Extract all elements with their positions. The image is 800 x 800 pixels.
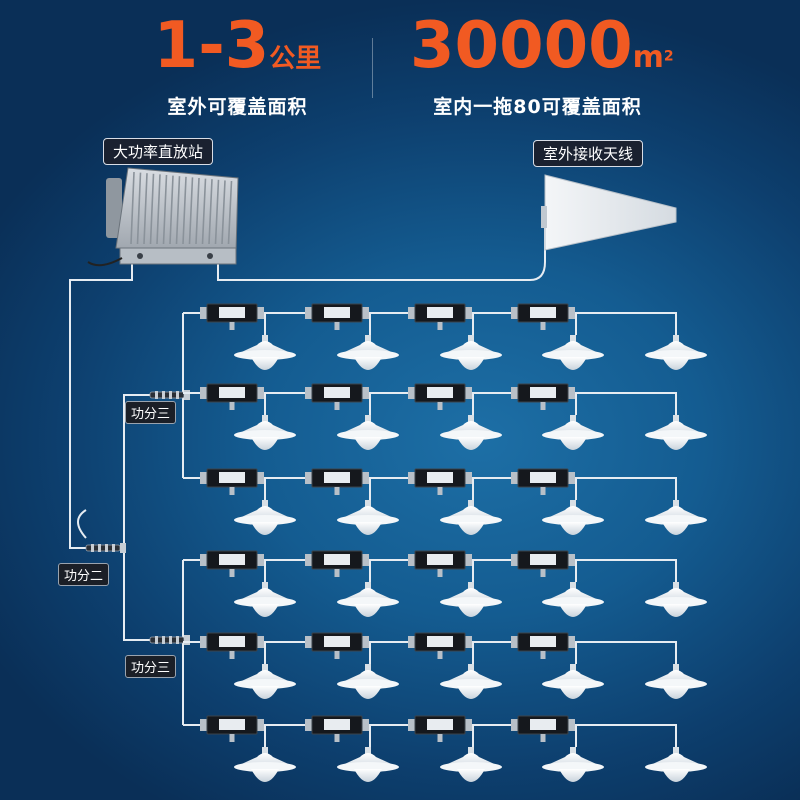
coupler-icon — [305, 550, 369, 577]
ceiling-antenna-icon — [645, 582, 707, 617]
coupler-icon — [408, 550, 472, 577]
splitter-icon — [149, 635, 190, 645]
coupler-icon — [200, 550, 264, 577]
coupler-icon — [305, 383, 369, 410]
coupler-icon — [305, 468, 369, 495]
antenna-row — [183, 715, 707, 782]
coupler-icon — [305, 303, 369, 330]
coupler-icon — [511, 468, 575, 495]
coupler-icon — [200, 715, 264, 742]
coax-cables — [69, 220, 546, 641]
coupler-icon — [200, 383, 264, 410]
outdoor-coverage-unit: 公里 — [269, 44, 322, 74]
ceiling-antenna-icon — [542, 415, 604, 450]
ceiling-antenna-icon — [645, 335, 707, 370]
ceiling-antenna-icon — [337, 664, 399, 699]
outdoor-antenna-label: 室外接收天线 — [533, 140, 644, 167]
ceiling-antenna-icon — [234, 415, 296, 450]
antenna-row — [183, 550, 707, 617]
coupler-icon — [200, 303, 264, 330]
coupler-icon — [408, 303, 472, 330]
ceiling-antenna-icon — [234, 335, 296, 370]
repeater-feeder-cable — [69, 262, 133, 549]
antenna-row — [183, 383, 707, 450]
splitter-three-top-label: 功分三 — [125, 401, 177, 424]
antenna-row — [183, 468, 707, 535]
panel-antenna-icon — [541, 174, 677, 251]
coupler-icon — [408, 632, 472, 659]
coupler-icon — [200, 468, 264, 495]
ceiling-antenna-icon — [234, 500, 296, 535]
ceiling-antenna-icon — [440, 664, 502, 699]
ceiling-antenna-icon — [440, 415, 502, 450]
ceiling-antenna-icon — [542, 335, 604, 370]
ceiling-antenna-icon — [645, 747, 707, 782]
coupler-icon — [305, 632, 369, 659]
ceiling-antenna-icon — [440, 500, 502, 535]
ceiling-antenna-icon — [645, 500, 707, 535]
coupler-icon — [408, 715, 472, 742]
ceiling-antenna-icon — [337, 415, 399, 450]
coupler-icon — [408, 468, 472, 495]
ceiling-antenna-icon — [234, 747, 296, 782]
coupler-icon — [408, 383, 472, 410]
ceiling-antenna-icon — [234, 664, 296, 699]
antenna-row — [183, 303, 707, 370]
splitter-two-label: 功分二 — [58, 563, 110, 586]
indoor-coverage-unit: m — [632, 40, 664, 75]
ceiling-antenna-icon — [440, 335, 502, 370]
ceiling-antenna-icon — [542, 500, 604, 535]
splitter-two-upper-cable — [123, 394, 150, 548]
ceiling-antenna-icon — [440, 747, 502, 782]
repeater-label: 大功率直放站 — [103, 138, 214, 165]
splitter-three-bottom-label: 功分三 — [125, 655, 177, 678]
ceiling-antenna-icon — [337, 500, 399, 535]
ceiling-antenna-icon — [337, 582, 399, 617]
ceiling-antenna-icon — [645, 415, 707, 450]
ceiling-antenna-icon — [337, 747, 399, 782]
coupler-icon — [200, 632, 264, 659]
outdoor-coverage-stat: 1-3公里 室外可覆盖面积 — [150, 14, 325, 119]
coupler-icon — [511, 715, 575, 742]
splitter-icon — [149, 390, 190, 400]
indoor-coverage-value: 30000 — [410, 9, 633, 83]
ceiling-antenna-icon — [645, 664, 707, 699]
ceiling-antenna-icon — [542, 582, 604, 617]
indoor-coverage-stat: 30000m2 室内一拖80可覆盖面积 — [410, 14, 674, 119]
ceiling-antenna-icon — [542, 664, 604, 699]
coupler-icon — [511, 383, 575, 410]
indoor-coverage-unit-exponent: 2 — [663, 48, 674, 65]
cable-loop — [77, 509, 87, 539]
coupler-icon — [511, 303, 575, 330]
ceiling-antenna-icon — [542, 747, 604, 782]
outdoor-coverage-caption: 室外可覆盖面积 — [167, 96, 308, 118]
repeater-box-icon — [87, 167, 239, 267]
coupler-icon — [305, 715, 369, 742]
coupler-icon — [511, 632, 575, 659]
indoor-coverage-caption: 室内一拖80可覆盖面积 — [433, 96, 642, 118]
ceiling-antenna-icon — [440, 582, 502, 617]
splitter-icon — [85, 543, 126, 553]
antenna-feeder-cable — [217, 220, 546, 281]
ceiling-antenna-icon — [234, 582, 296, 617]
antenna-row — [183, 632, 707, 699]
antenna-rows — [183, 303, 707, 782]
ceiling-antenna-icon — [337, 335, 399, 370]
coupler-icon — [511, 550, 575, 577]
outdoor-coverage-value: 1-3 — [153, 9, 270, 83]
splitter-two-lower-cable — [123, 548, 150, 641]
header-divider — [372, 38, 373, 98]
